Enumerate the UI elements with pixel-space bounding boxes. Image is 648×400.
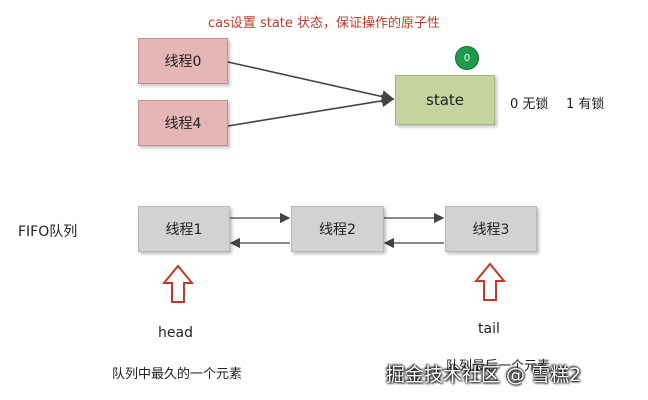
- legend-unlocked: 0 无锁: [510, 97, 549, 112]
- tail-note: 队列最后一个元素: [446, 359, 551, 374]
- head-note: 队列中最久的一个元素: [112, 367, 243, 382]
- up-arrow-icon: [473, 262, 507, 301]
- thread-box-0: 线程0: [138, 38, 228, 84]
- head-label: head: [158, 325, 193, 341]
- diagram-title: cas设置 state 状态，保证操作的原子性: [207, 16, 441, 31]
- queue-node-2: 线程2: [291, 206, 384, 252]
- legend-locked: 1 有锁: [566, 97, 605, 112]
- watermark: 掘金技术社区 @ 雪糕2: [386, 364, 582, 386]
- queue-node-1: 线程1: [138, 206, 230, 252]
- thread-box-4: 线程4: [138, 100, 228, 146]
- queue-label: FIFO队列: [18, 224, 78, 240]
- up-arrow-icon: [161, 264, 195, 303]
- arrow-thread4-to-state: [227, 94, 395, 127]
- tail-label: tail: [478, 321, 500, 337]
- queue-node-3: 线程3: [445, 206, 537, 252]
- arrow-thread0-to-state: [227, 61, 395, 103]
- state-badge: 0: [455, 46, 479, 70]
- state-box: state: [395, 75, 495, 125]
